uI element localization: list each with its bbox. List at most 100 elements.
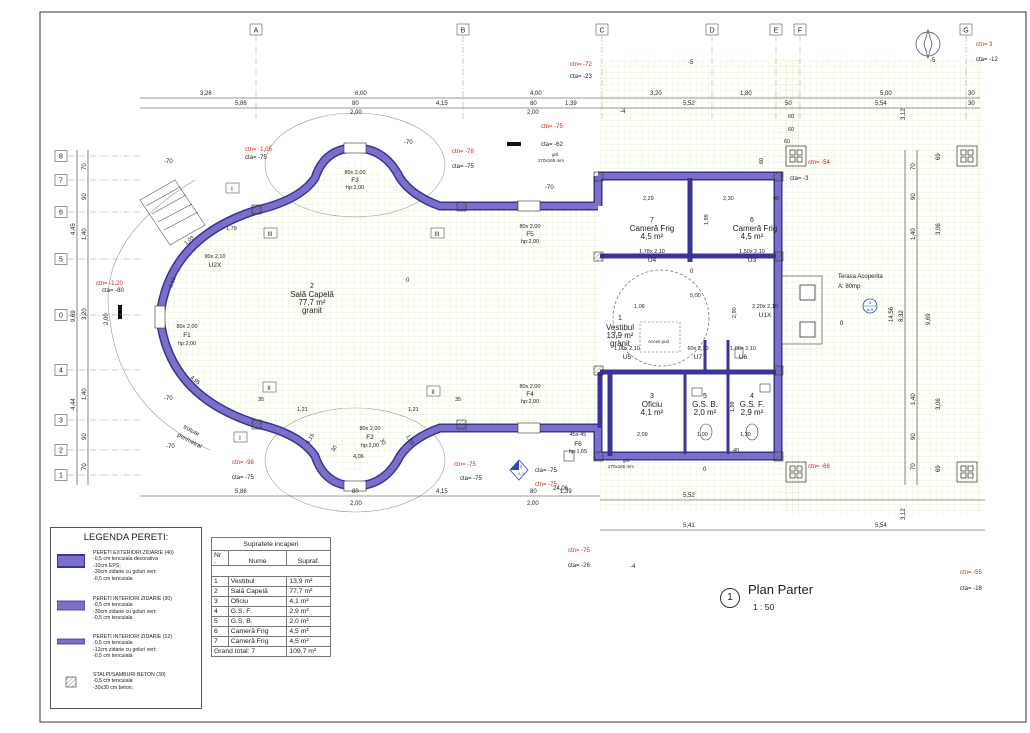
interior-dimensions: 2,29 2,30 1,99 1,99 1,79 1,03 2,13 4,95 …	[168, 114, 794, 460]
interior-dim: 40	[733, 448, 739, 454]
level-cta-9: cta= -75	[535, 468, 558, 474]
grid-bubble-row	[54, 206, 68, 218]
dim-bottom-inner-1: 80	[352, 489, 359, 495]
grid-bubble-row	[54, 414, 68, 426]
area-cell-name: Vestibul	[227, 576, 288, 587]
legend-item-line: -0,5 cm tencuiala	[93, 640, 133, 647]
dim-bottom-inner-3: 80	[530, 489, 537, 495]
grid-label-col: A	[254, 28, 259, 35]
chapel-floor	[160, 161, 598, 471]
dim-bottom-inner-2: 4,15	[436, 489, 448, 495]
dim-right-inner-7: 70	[911, 463, 917, 470]
grid-label-row: 2	[59, 448, 63, 455]
spot-level-9: 0	[406, 278, 410, 284]
spot-level-1: -70	[404, 140, 413, 146]
area-cell-name: Cameră Frig	[227, 626, 288, 637]
level-cta-4: cta= -12	[976, 57, 999, 63]
spot-levels: -70 -70 -70 -70 -70 -5 -4 -5 -4 0 0 0 0	[164, 58, 936, 570]
grid-label-col: G	[963, 28, 968, 35]
dim-left-outer-0: 9,69	[71, 310, 77, 322]
dim-top-inner-6: 50	[785, 101, 792, 107]
interior-dim: 35	[258, 397, 264, 403]
interior-dim: 1,06	[634, 304, 645, 310]
level-annotations: ctn= -1,05 cta= -75 ctn= -78 cta= -75 ct…	[96, 42, 999, 592]
level-ctn-0: ctn= -1,05	[245, 147, 273, 153]
wall-legend: LEGENDA PERETI: PERETI EXTERIORI ZIDARIE…	[50, 527, 202, 709]
marker-top	[507, 142, 521, 146]
legend-swatch-columns	[65, 676, 77, 688]
room-area: 13,9 m²	[606, 331, 633, 340]
spot-level-3: -70	[164, 396, 173, 402]
dim-top-inner-2: 4,15	[436, 101, 448, 107]
area-table-spacer	[211, 565, 331, 577]
room-area: 77,7 m²	[298, 298, 325, 307]
legend-swatch-exterior	[57, 554, 85, 568]
level-cta-5: cta= -3	[790, 176, 809, 182]
dim-right-sub-2: 69	[936, 153, 942, 160]
grid-bubble-col	[456, 23, 470, 36]
opening-size: 90x 2,10	[204, 254, 225, 260]
marker-left	[118, 305, 122, 319]
dim-right-sub-3: 69	[936, 465, 942, 472]
dim-bottom-inner-5: 5,52	[683, 493, 695, 499]
room-number: 1	[618, 315, 622, 322]
wall-tag: III	[434, 232, 439, 238]
level-ctn-12: ctn= -55	[960, 570, 983, 576]
interior-dim: 2,13	[168, 277, 177, 289]
interior-dim: 35	[455, 397, 461, 403]
area-header-name: Nume	[227, 550, 288, 566]
interior-dim: 1,03	[183, 235, 195, 246]
grille-top-size: 270x165 mm	[538, 158, 564, 163]
dim-left-outer-2: 4,44	[71, 398, 77, 410]
grille-top: gril.	[552, 152, 559, 157]
legend-item-line: -0,5 cm tencuiala	[93, 615, 133, 622]
legend-item-title: PERETI INTERIORI ZIDARIE (12)	[93, 634, 172, 640]
legend-swatch-interior-12	[57, 638, 85, 645]
dim-right-sub-1: 3,06	[936, 398, 942, 410]
interior-dim: 60	[788, 114, 794, 120]
dim-right-inner-0: 9,69	[926, 313, 932, 325]
area-cell-name: G.S. B.	[227, 616, 288, 627]
opening-hp: hp:2,00	[346, 185, 364, 191]
interior-dim: 4,95	[189, 375, 201, 386]
room-area: 4,5 m²	[741, 232, 764, 241]
area-cell-area: 4,1 m²	[286, 596, 331, 607]
opening-tag: U3	[748, 257, 757, 264]
vertical-dimension-texts: 9,69 4,45 4,44 70 90 1,40 3,20 1,40 90 7…	[71, 108, 942, 520]
dim-left-inner-6: 70	[82, 463, 88, 470]
grid-bubble-col	[705, 23, 719, 36]
level-ctn-8: ctn= -75	[454, 462, 477, 468]
area-cell-nr: 2	[211, 586, 229, 597]
interior-dim: 1,21	[408, 407, 419, 413]
dim-right-sub-5: 3,12	[901, 508, 907, 520]
legend-item-line: -0,5 cm tencuiala	[93, 575, 133, 582]
opening-size: 60x 2,10	[687, 346, 708, 352]
area-cell-nr: 5	[211, 616, 229, 627]
area-cell-name: Sală Capelă	[227, 586, 288, 597]
grid-label-row: 3	[59, 418, 63, 425]
legend-item-line: -12cm zidarie cu goluri vert;	[93, 646, 157, 653]
grid-bubble-row	[54, 364, 68, 376]
grid-label-row: 7	[59, 178, 63, 185]
wall-tag: I	[231, 187, 233, 193]
grid-label-col: F	[798, 28, 802, 35]
dim-top-inner-8: 30	[968, 101, 975, 107]
legend-item-line: -0,5 cm tencuiala decorativa	[93, 556, 158, 563]
attic-access-label: Acces pod	[648, 339, 670, 344]
grid-bubble-col	[595, 23, 609, 36]
room-area: 4,1 m²	[641, 408, 664, 417]
interior-dim: 5,00	[690, 293, 701, 299]
room-name: Cameră Frig	[733, 224, 777, 233]
interior-walls-thin	[683, 340, 730, 454]
interior-dim: 1,99	[704, 214, 710, 225]
opening-size: 45x 45	[570, 432, 587, 438]
area-cell-area: 2,9 m²	[286, 606, 331, 617]
interior-dim: 1,15	[404, 434, 415, 446]
grid-label-row: 1	[59, 473, 63, 480]
section-number: 2	[520, 464, 523, 469]
section-mark-2: 2 A-7	[509, 459, 529, 481]
